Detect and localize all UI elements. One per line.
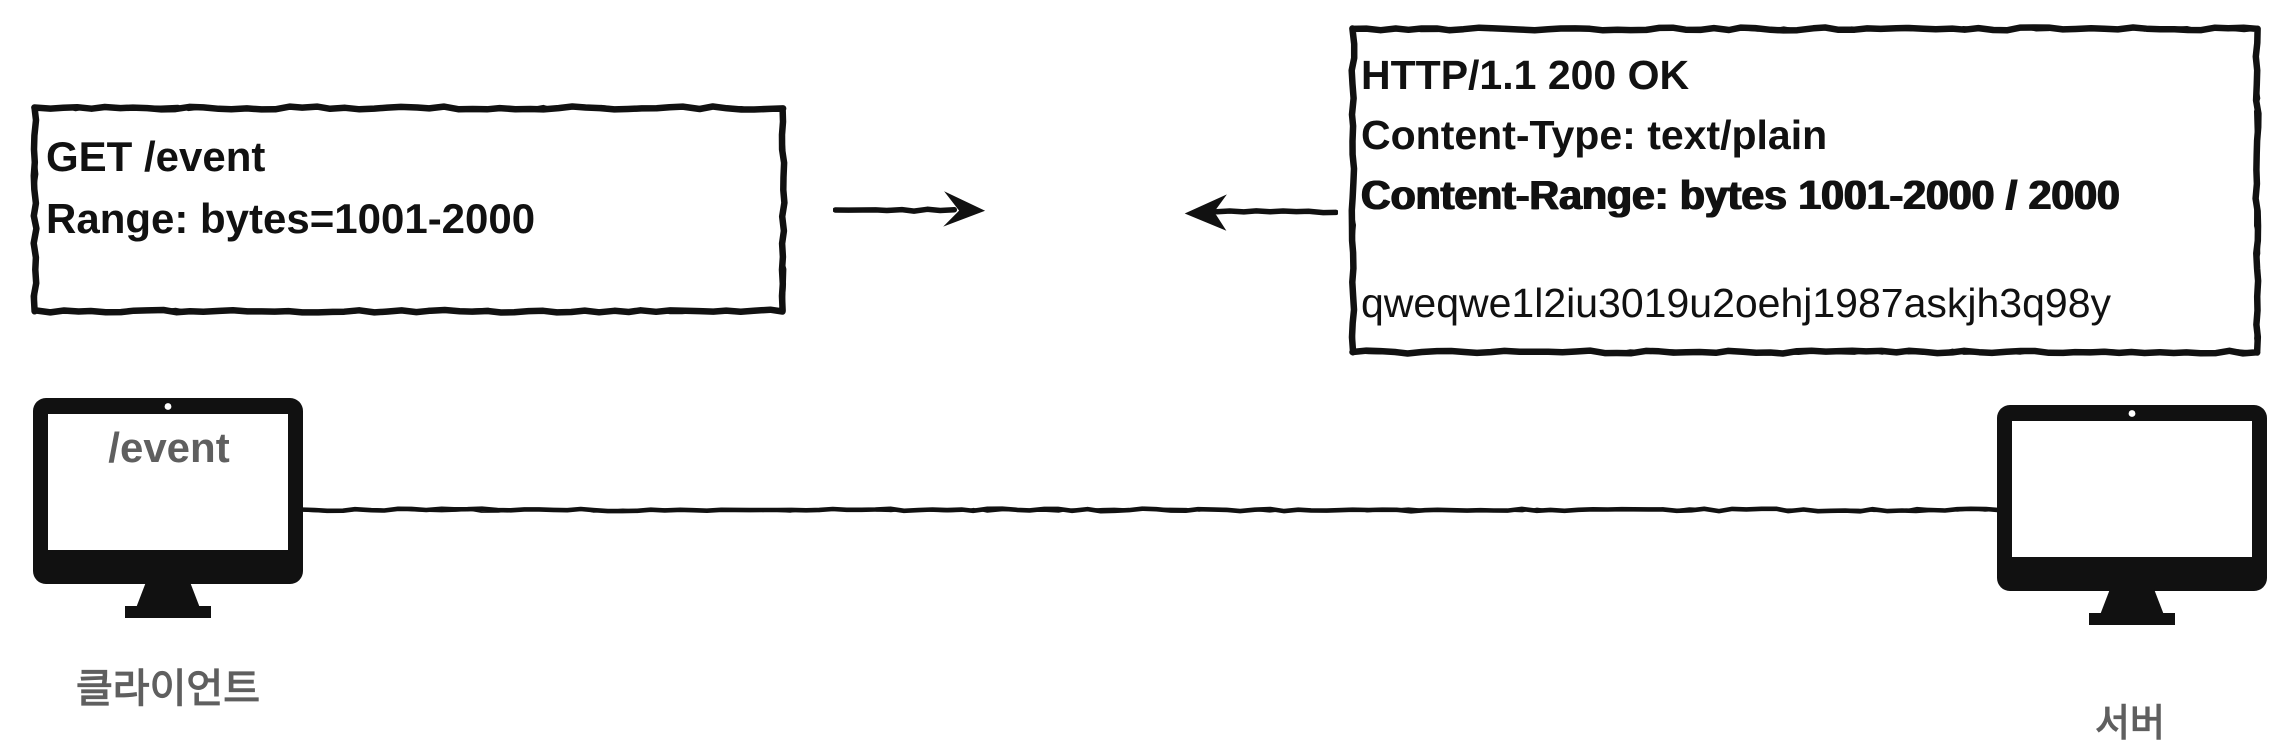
response-box: HTTP/1.1 200 OK Content-Type: text/plain… [1348, 24, 2262, 357]
monitor-stand [2100, 589, 2164, 615]
request-box: GET /event Range: bytes=1001-2000 [30, 103, 788, 316]
request-box-border [30, 103, 788, 316]
network-line [298, 506, 2002, 514]
camera-dot-icon [2128, 410, 2136, 417]
camera-dot-icon [164, 403, 172, 410]
server-caption: 서버 [2095, 703, 2165, 745]
monitor-screen [2012, 421, 2252, 557]
client-monitor-icon [33, 398, 303, 618]
client-screen-text: /event [108, 424, 230, 471]
request-line-range-header: Range: bytes=1001-2000 [46, 195, 536, 242]
response-body-text: qweqwe1l2iu3019u2oehj1987askjh3q98y [1361, 280, 2112, 326]
response-box-border [1348, 24, 2262, 357]
response-arrow-icon [1184, 194, 1338, 231]
response-blank-line [1361, 225, 2262, 273]
monitor-screen [48, 414, 288, 550]
monitor-base [2089, 613, 2175, 625]
monitor-stand [136, 582, 200, 608]
monitor-base [125, 606, 211, 618]
request-line-method: GET /event [46, 133, 266, 180]
response-content-type-line: Content-Type: text/plain [1361, 112, 1828, 158]
client-caption: 클라이언트 [76, 667, 260, 711]
server-monitor-icon [1997, 405, 2267, 625]
response-status-line: HTTP/1.1 200 OK [1361, 52, 1690, 98]
request-arrow-icon [833, 191, 986, 227]
response-content-range-line: Content-Range: bytes 1001-2000 / 2000 [1361, 172, 2120, 218]
